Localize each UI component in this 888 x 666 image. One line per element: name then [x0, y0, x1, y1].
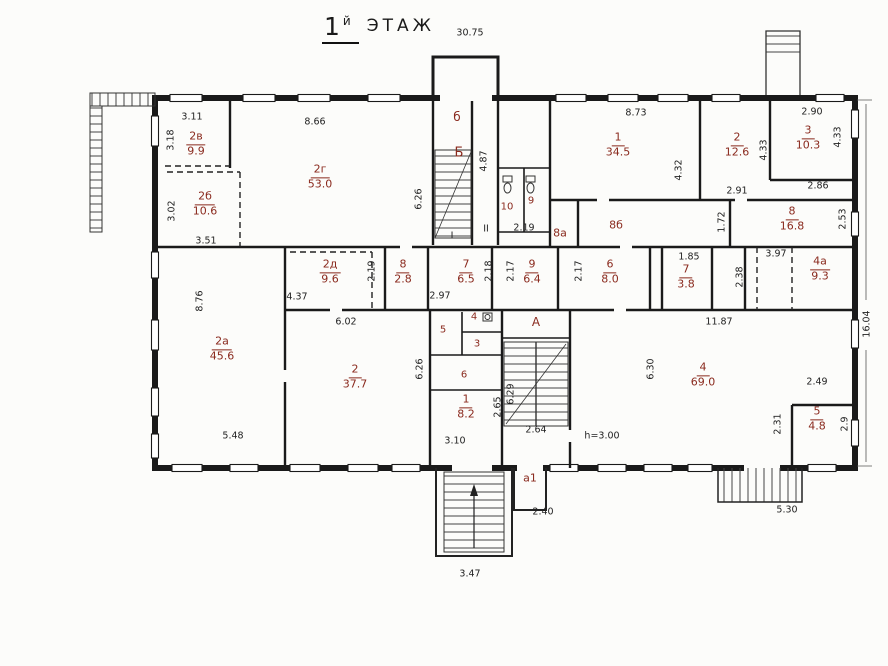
- exterior-walls: [152, 55, 858, 471]
- dashed-partitions: [165, 165, 793, 310]
- wc-fixtures: [482, 175, 536, 322]
- porch-a1: [513, 468, 547, 511]
- entrance-stair-south: [435, 468, 513, 557]
- interior-walls: [155, 101, 855, 468]
- floor-suffix: й: [342, 14, 351, 28]
- thin-partitions: [430, 167, 570, 391]
- exterior-ramp-west: [89, 92, 156, 233]
- exterior-stair-northeast: [765, 30, 801, 95]
- floor-number: 1: [324, 12, 340, 41]
- stair-interior-a: [503, 341, 569, 427]
- stair-core: [434, 149, 472, 239]
- floor-word: ЭТАЖ: [366, 16, 435, 36]
- windows: [150, 93, 860, 473]
- dimension-line-east: [857, 99, 872, 467]
- stair-direction-arrow: [470, 484, 478, 496]
- entrance-stair-southeast: [717, 468, 803, 503]
